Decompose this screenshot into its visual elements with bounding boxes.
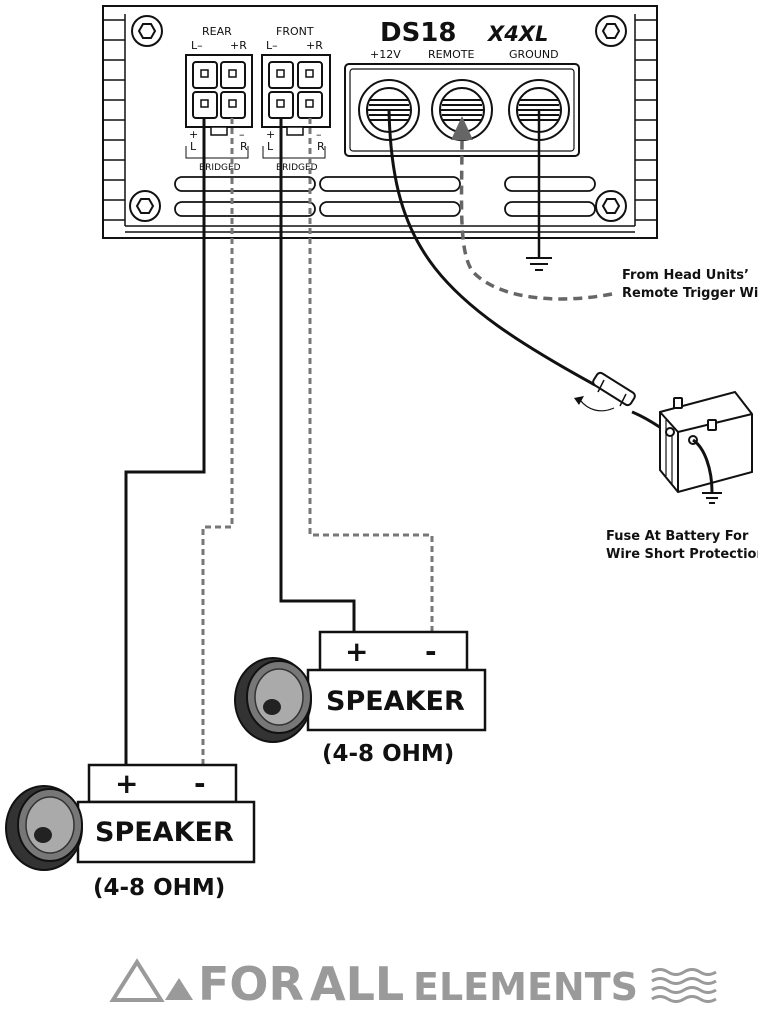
rear-negative-wire [201,118,234,765]
rear-bridged-left: L [190,140,197,153]
outline-triangle-icon [109,958,165,1002]
front-speaker-driver-icon [234,657,312,743]
filled-triangle-icon [165,978,193,1000]
front-terminal-block [261,54,331,136]
footer-word-all: ALL [310,957,404,1009]
front-bridged-marks: + – L R BRIDGED [262,128,326,173]
battery-ground-wire [692,438,714,493]
front-speaker-impedance: (4-8 OHM) [322,741,454,767]
fuse-note-line2: Wire Short Protection [606,547,758,562]
rear-speaker-label: SPEAKER [95,817,234,848]
footer-word-elements: ELEMENTS [413,965,638,1009]
remote-arrowhead-icon [451,116,473,140]
front-bridged-label: BRIDGED [276,163,318,173]
front-bridged-minus: – [316,128,322,141]
rear-speaker-minus: - [194,767,206,800]
remote-note-line1: From Head Units’ [622,268,749,283]
rear-label: REAR [202,25,232,38]
power-12v-label: +12V [370,48,401,61]
rear-right-label: +R [230,39,247,52]
front-speaker: + - SPEAKER (4-8 OHM) [234,630,487,767]
footer-logo: FOR ALL ELEMENTS [109,957,717,1009]
power-ground-label: GROUND [509,48,559,61]
remote-trigger-wire [459,137,613,301]
rear-bridged-minus: – [239,128,245,141]
battery-ground-symbol-icon [702,492,722,504]
amplifier: DS18 X4XL REAR L– +R + – L R BRIDGED [102,5,658,239]
ground-symbol-icon [526,257,552,271]
rear-bridged-label: BRIDGED [199,163,241,173]
fuse-arrowhead-icon [574,396,584,405]
brand-logo: DS18 [380,18,457,48]
heatsink-fins [103,14,657,233]
power-remote-label: REMOTE [428,48,474,61]
fuse-rotate-arrow [579,399,615,412]
front-speaker-minus: - [425,635,437,668]
rear-speaker-terminal-box [87,763,238,804]
waves-icon [651,968,717,1003]
front-bridged-left: L [267,140,274,153]
remote-note-line2: Remote Trigger Wire [622,286,758,301]
rear-bridged-right: R [240,140,248,153]
front-bridged-plus: + [266,128,275,141]
rear-bridged-marks: + – L R BRIDGED [185,128,249,173]
rear-left-label: L– [191,39,203,52]
model-name: X4XL [486,22,548,46]
front-speaker-plus: + [345,635,368,668]
front-speaker-label-box [306,668,487,732]
battery-icon [659,390,753,494]
rear-speaker-impedance: (4-8 OHM) [93,875,225,901]
front-speaker-terminal-box [318,630,469,672]
rear-speaker: + - SPEAKER (4-8 OHM) [5,763,256,901]
front-label: FRONT [276,25,314,38]
front-right-label: +R [306,39,323,52]
front-speaker-label: SPEAKER [326,686,465,717]
power-12v-wire [387,109,596,387]
footer-word-for: FOR [198,957,304,1009]
rear-speaker-driver-icon [5,785,83,871]
rear-positive-wire [124,118,206,765]
front-positive-wire [279,118,356,632]
inline-fuse [592,371,636,407]
corner-screws [129,15,627,222]
rear-speaker-plus: + [115,767,138,800]
rear-terminal-block [185,54,253,136]
front-left-label: L– [266,39,278,52]
rear-bridged-plus: + [189,128,198,141]
front-bridged-right: R [317,140,325,153]
fuse-note-line1: Fuse At Battery For [606,529,749,544]
rear-speaker-label-box [76,800,256,864]
